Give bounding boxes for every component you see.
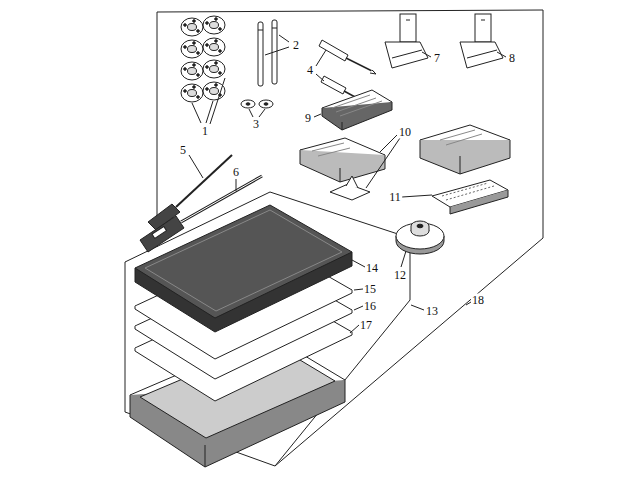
callout-number: 17	[359, 319, 373, 332]
callout-number: 16	[363, 300, 377, 313]
callout-number: 2	[292, 39, 300, 52]
callout-number: 6	[232, 166, 240, 179]
callout-number: 8	[508, 52, 516, 65]
needle-pack	[322, 90, 392, 130]
callout-number: 14	[365, 262, 379, 275]
spool-pins	[258, 20, 277, 86]
attachment-box	[300, 138, 385, 200]
box-set-outline	[125, 192, 410, 466]
callout-number: 18	[471, 294, 485, 307]
callout-number: 3	[252, 118, 260, 131]
felt-washers	[241, 100, 273, 108]
callout-number: 5	[179, 144, 187, 157]
small-screwdriver	[148, 155, 232, 230]
box-lid	[135, 205, 352, 332]
callout-number: 4	[306, 64, 314, 77]
callout-number: 15	[363, 283, 377, 296]
bobbins	[181, 16, 225, 102]
cam-disc	[396, 221, 444, 254]
presser-foot	[460, 14, 503, 68]
attachment-box	[420, 125, 510, 214]
leader-lines	[189, 35, 506, 333]
callout-number: 11	[388, 191, 402, 204]
callout-number: 7	[433, 52, 441, 65]
callout-number: 1	[201, 125, 209, 138]
callout-number: 12	[393, 269, 407, 282]
callout-number: 9	[304, 112, 312, 125]
presser-foot	[385, 14, 428, 68]
callout-number: 10	[398, 126, 412, 139]
callout-number: 13	[425, 305, 439, 318]
